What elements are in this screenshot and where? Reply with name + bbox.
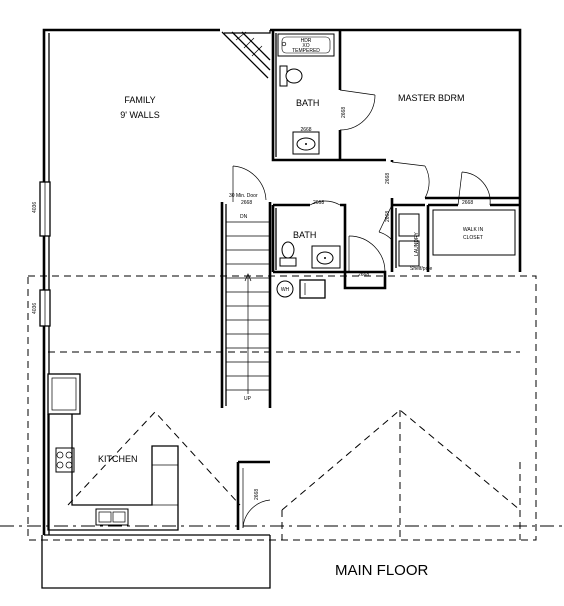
master-bath-label: BATH [296, 98, 319, 108]
master-bedroom-walls [345, 158, 520, 272]
closet-door-size: 2668 [462, 200, 473, 206]
laundry-door[interactable] [378, 204, 393, 241]
stair-door-size: 2668 [241, 200, 252, 206]
wh-closet [299, 279, 326, 299]
master-bath-door[interactable] [339, 89, 376, 131]
stair-arrow [244, 273, 252, 394]
plan-title: MAIN FLOOR [335, 562, 429, 579]
family-label: FAMILY [124, 95, 155, 105]
laundry-walls [392, 203, 425, 268]
master-bdrm-door-size: 2668 [385, 173, 391, 184]
washer [398, 213, 420, 237]
stair-down-label: DN [240, 214, 248, 220]
master-sink [292, 131, 320, 155]
dryer [398, 240, 420, 267]
hall-toilet [279, 241, 297, 267]
shower-stall: HDR XO TEMPERED [277, 33, 335, 57]
hall-door[interactable] [348, 235, 386, 273]
porch [41, 535, 271, 589]
shelf-label: Shelf/pole [410, 266, 432, 272]
roof-outline [0, 275, 564, 541]
walk-in-closet-label-1: WALK IN [463, 227, 484, 233]
stair-door[interactable] [232, 165, 267, 202]
master-bath-closet-size: 2668 [300, 127, 311, 133]
kitchen-range [56, 451, 73, 469]
laundry-label: LAUNDRY [414, 232, 420, 256]
water-heater: WH [276, 280, 294, 298]
master-toilet [279, 65, 303, 87]
water-heater-label: WH [281, 287, 290, 293]
master-bedroom-door[interactable] [391, 161, 430, 199]
family-window-lower [39, 289, 51, 327]
shower-label-1: HDR [301, 38, 312, 44]
shower-label-2: XO [302, 43, 309, 49]
stair-walls [220, 202, 272, 408]
corner-stair [221, 31, 271, 79]
kitchen-island [151, 464, 179, 506]
stair-up-label: UP [244, 396, 252, 402]
kitchen-counters [47, 373, 179, 531]
exterior-walls [42, 28, 522, 536]
family-window-lower-size: 4036 [32, 303, 38, 314]
hall-bath-label: BATH [293, 230, 316, 240]
hall-bath-walls [271, 203, 347, 274]
garage-door-size: 2668 [254, 489, 260, 500]
kitchen-sink [95, 508, 129, 526]
family-walls-label: 9' WALLS [120, 110, 159, 120]
hall-closet [343, 270, 387, 290]
walk-in-closet-walls [426, 203, 520, 272]
hall-sink [311, 245, 341, 269]
hall-bath-door[interactable] [306, 200, 341, 206]
walk-in-closet-label-2: CLOSET [463, 235, 483, 241]
closet-door[interactable] [457, 171, 491, 206]
hall-bath-door-size: 2668 [313, 200, 324, 206]
kitchen-label: KITCHEN [98, 454, 138, 464]
shower-label-3: TEMPERED [292, 48, 320, 54]
garage-door[interactable] [236, 460, 271, 530]
master-bath-walls [271, 30, 345, 162]
laundry-door-size: 2668 [385, 211, 391, 222]
master-bedroom-label: MASTER BDRM [398, 93, 465, 103]
min-door-label: 30 Min. Door [229, 193, 258, 199]
family-window-upper [39, 181, 51, 237]
master-bath-door-size: 2668 [341, 107, 347, 118]
hall-door-size: 2668 [358, 272, 369, 278]
family-window-upper-size: 4036 [32, 202, 38, 213]
